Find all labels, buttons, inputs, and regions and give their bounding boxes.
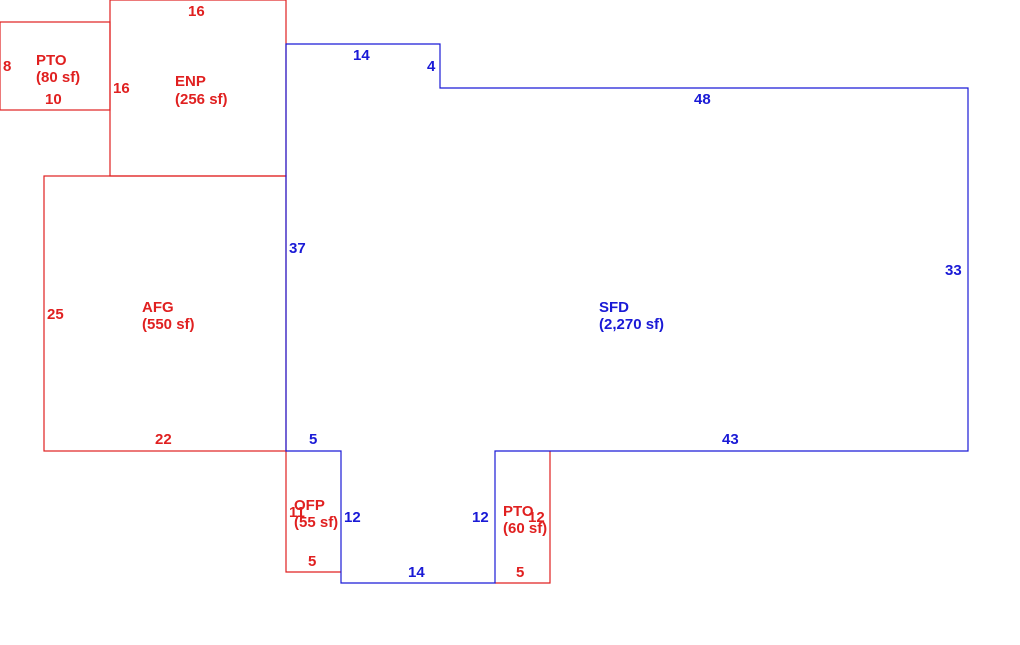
enp-code: ENP bbox=[175, 73, 206, 90]
afg-dim-bottom: 22 bbox=[155, 431, 172, 448]
pto-bottom-area-label: (60 sf) bbox=[503, 520, 547, 537]
sfd-dim-notch-right: 12 bbox=[472, 509, 489, 526]
sfd-dim-bottom-left: 5 bbox=[309, 431, 317, 448]
ofp-code: OFP bbox=[294, 497, 325, 514]
sfd-dim-right: 33 bbox=[945, 262, 962, 279]
afg-area: AFG (550 sf) 25 22 bbox=[43, 175, 287, 452]
ofp-area: OFP (55 sf) 11 5 bbox=[285, 451, 341, 573]
afg-code: AFG bbox=[142, 299, 174, 316]
sfd-code: SFD bbox=[599, 299, 629, 316]
ofp-dim-bottom: 5 bbox=[308, 553, 316, 570]
pto-bottom-dim-bottom: 5 bbox=[516, 564, 524, 581]
ofp-outline bbox=[285, 451, 341, 573]
sfd-area: SFD (2,270 sf) 14 4 48 37 33 5 43 12 14 … bbox=[285, 43, 969, 584]
sfd-dim-notch-bottom: 14 bbox=[408, 564, 425, 581]
sfd-dim-notch-left: 12 bbox=[344, 509, 361, 526]
sfd-dim-bottom-right: 43 bbox=[722, 431, 739, 448]
sfd-dim-top-right: 48 bbox=[694, 91, 711, 108]
pto-top-dim-left: 8 bbox=[3, 58, 11, 75]
ofp-dim-left: 11 bbox=[289, 504, 305, 521]
enp-area: ENP (256 sf) 16 16 bbox=[109, 0, 287, 177]
pto-bottom-dim-right: 12 bbox=[528, 509, 545, 526]
pto-bottom-area: PTO (60 sf) 12 5 bbox=[495, 451, 551, 584]
pto-top-area: PTO (80 sf) 8 10 bbox=[0, 21, 111, 111]
ofp-area-label: (55 sf) bbox=[294, 514, 338, 531]
sfd-dim-top-left: 14 bbox=[353, 47, 370, 64]
pto-top-area-label: (80 sf) bbox=[36, 69, 80, 86]
sfd-outline bbox=[285, 43, 969, 584]
afg-area-label: (550 sf) bbox=[142, 316, 195, 333]
sfd-area-label: (2,270 sf) bbox=[599, 316, 664, 333]
enp-dim-left: 16 bbox=[113, 80, 130, 97]
enp-dim-top: 16 bbox=[188, 3, 205, 20]
enp-area-label: (256 sf) bbox=[175, 91, 228, 108]
sfd-dim-step: 4 bbox=[427, 58, 436, 75]
pto-bottom-outline bbox=[495, 451, 551, 584]
pto-bottom-code: PTO bbox=[503, 503, 534, 520]
pto-top-code: PTO bbox=[36, 52, 67, 69]
pto-top-dim-bottom: 10 bbox=[45, 91, 62, 108]
afg-dim-left: 25 bbox=[47, 306, 64, 323]
sfd-dim-left: 37 bbox=[289, 240, 306, 257]
